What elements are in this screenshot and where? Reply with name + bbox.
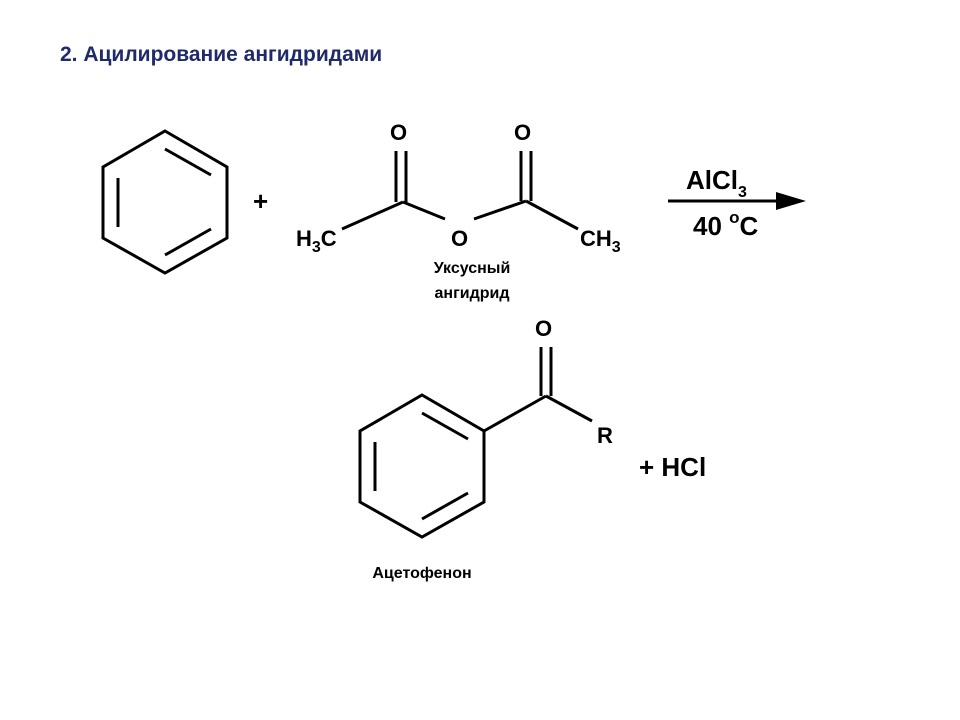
methyl-subscript: 3: [312, 239, 321, 256]
anhydride-bond: [473, 199, 527, 221]
product-benzene-double-bond: [421, 411, 469, 441]
methyl-group-right: CH3: [580, 226, 621, 256]
slide-title: 2. Ацилирование ангидридами: [60, 43, 383, 66]
acetophenone-structure: O R Ацетофенон: [358, 316, 613, 582]
reaction-arrow-group: AlCl3 40 oC: [668, 165, 806, 241]
anhydride-name-line1: Уксусный: [434, 260, 511, 277]
hcl-byproduct: + HCl: [639, 452, 706, 482]
product-name: Ацетофенон: [372, 565, 471, 582]
benzene-double-bond: [164, 227, 212, 257]
product-benzene-double-bond: [421, 491, 469, 521]
benzene-ring: [101, 129, 229, 275]
product-atom-oxygen: O: [535, 316, 552, 341]
product-bond: [545, 394, 593, 423]
plus-sign: +: [253, 186, 268, 216]
product-substituent-r: R: [597, 423, 613, 448]
reaction-arrow-head: [776, 192, 806, 210]
atom-oxygen-bridge: O: [451, 226, 468, 251]
temperature-label: 40 oC: [693, 208, 759, 241]
methyl-group-left: H3C: [296, 226, 337, 256]
anhydride-bond: [402, 200, 446, 221]
temperature-unit: C: [740, 211, 759, 241]
catalyst-subscript: 3: [738, 184, 747, 201]
catalyst-main: AlCl: [686, 165, 738, 195]
anhydride-bond: [525, 199, 579, 231]
methyl-tail: C: [321, 226, 337, 251]
atom-oxygen: O: [390, 120, 407, 145]
product-bond: [483, 394, 547, 433]
acetic-anhydride-structure: O O O H3C CH3 Уксусный ангидрид: [296, 120, 621, 302]
temperature-degree: o: [729, 208, 739, 227]
anhydride-bond: [341, 200, 404, 231]
temperature-value: 40: [693, 211, 729, 241]
anhydride-name-line2: ангидрид: [435, 285, 510, 302]
benzene-double-bond: [164, 147, 212, 177]
methyl-subscript: 3: [612, 239, 621, 256]
benzene-structure: [101, 129, 229, 275]
methyl-main: H: [296, 226, 312, 251]
catalyst-label: AlCl3: [686, 165, 747, 201]
methyl-main: CH: [580, 226, 612, 251]
atom-oxygen: O: [514, 120, 531, 145]
product-benzene-ring: [358, 393, 486, 539]
